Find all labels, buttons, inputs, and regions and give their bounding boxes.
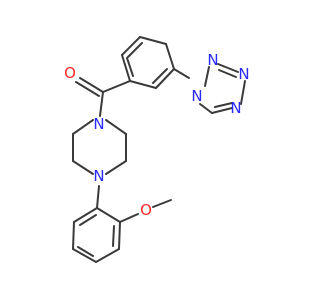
double-bond-inner: [152, 68, 168, 84]
bond: [121, 54, 131, 82]
methoxy-group: O: [119, 199, 172, 223]
bond: [72, 221, 75, 250]
bond: [105, 160, 127, 175]
bond: [79, 77, 104, 93]
tetrazole-ring: N N N N: [173, 51, 250, 117]
tetrazole-n3-label: N: [238, 65, 249, 83]
methoxy-oxygen-label: O: [140, 201, 152, 219]
carbonyl-group: O: [64, 64, 131, 117]
bond: [96, 185, 100, 209]
piperazine-n-top-label: N: [93, 115, 104, 133]
double-bond-inner: [79, 214, 97, 226]
bond: [155, 68, 175, 89]
tetrazole-n2-label: N: [207, 51, 218, 69]
bond: [72, 248, 97, 263]
bond: [99, 91, 104, 117]
bond: [204, 66, 210, 87]
double-bond-inner: [77, 246, 94, 257]
bond: [118, 221, 121, 250]
double-bond-inner: [112, 225, 115, 247]
molecule-structure: O N N O: [64, 36, 250, 263]
bond: [240, 80, 246, 105]
bond: [105, 119, 127, 135]
bond: [73, 207, 98, 223]
bond: [72, 160, 94, 175]
bond: [102, 80, 131, 93]
bond: [129, 80, 157, 89]
double-bond-inner: [126, 57, 134, 77]
tetrazole-n1-label: N: [191, 87, 202, 105]
bond: [121, 36, 141, 56]
bond: [72, 119, 94, 135]
bond: [152, 199, 172, 208]
bond: [95, 248, 120, 263]
bond: [217, 63, 239, 73]
tetrazole-n4-label: N: [230, 99, 241, 117]
methoxyphenyl-ring: [72, 185, 121, 263]
bond: [119, 213, 139, 223]
double-bond-inner: [127, 42, 143, 58]
bond: [173, 68, 190, 79]
benzene-ring-top: [121, 36, 175, 89]
bond: [96, 207, 121, 223]
double-bond-inner: [218, 69, 237, 78]
piperazine-ring: N N: [72, 115, 127, 185]
bond: [139, 36, 167, 45]
bond: [211, 107, 233, 114]
bond: [199, 103, 213, 114]
bond: [165, 43, 175, 70]
double-bond: [75, 81, 100, 97]
double-bond-inner: [214, 102, 233, 108]
piperazine-n-bottom-label: N: [93, 167, 104, 185]
carbonyl-oxygen-label: O: [64, 64, 76, 82]
